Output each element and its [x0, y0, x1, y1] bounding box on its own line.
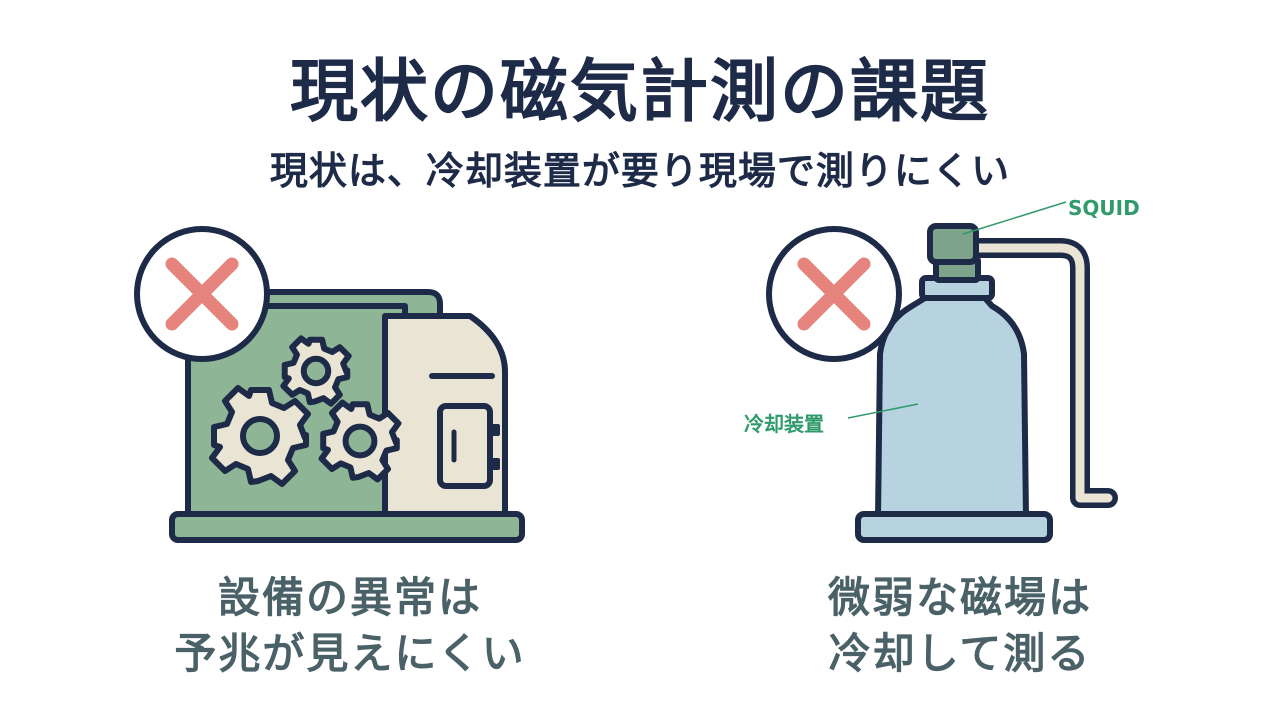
squid-sensor-icon — [927, 223, 979, 265]
right-caption: 微弱な磁場は 冷却して測る — [720, 570, 1200, 682]
right-caption-line1: 微弱な磁場は — [827, 573, 1092, 622]
squid-label: SQUID — [1068, 196, 1140, 220]
cross-icon-left — [134, 226, 270, 362]
page-title: 現状の磁気計測の課題 — [289, 53, 990, 132]
cooling-leader-line — [847, 403, 919, 419]
right-caption-line2: 冷却して測る — [828, 629, 1092, 678]
left-caption-line1: 設備の異常は — [217, 573, 482, 622]
cooling-tank-icon — [855, 223, 1118, 543]
squid-leader-line — [962, 201, 1067, 235]
left-caption-line2: 予兆が見えにくい — [174, 629, 526, 678]
small-gear-icon — [283, 338, 348, 403]
cooling-device-label: 冷却装置 — [744, 412, 824, 436]
medium-gear-icon — [322, 403, 399, 480]
page-subtitle: 現状は、冷却装置が要り現場で測りにくい — [269, 149, 1011, 193]
cross-icon-right — [766, 226, 902, 362]
left-caption: 設備の異常は 予兆が見えにくい — [110, 570, 590, 682]
large-gear-icon — [212, 388, 308, 484]
